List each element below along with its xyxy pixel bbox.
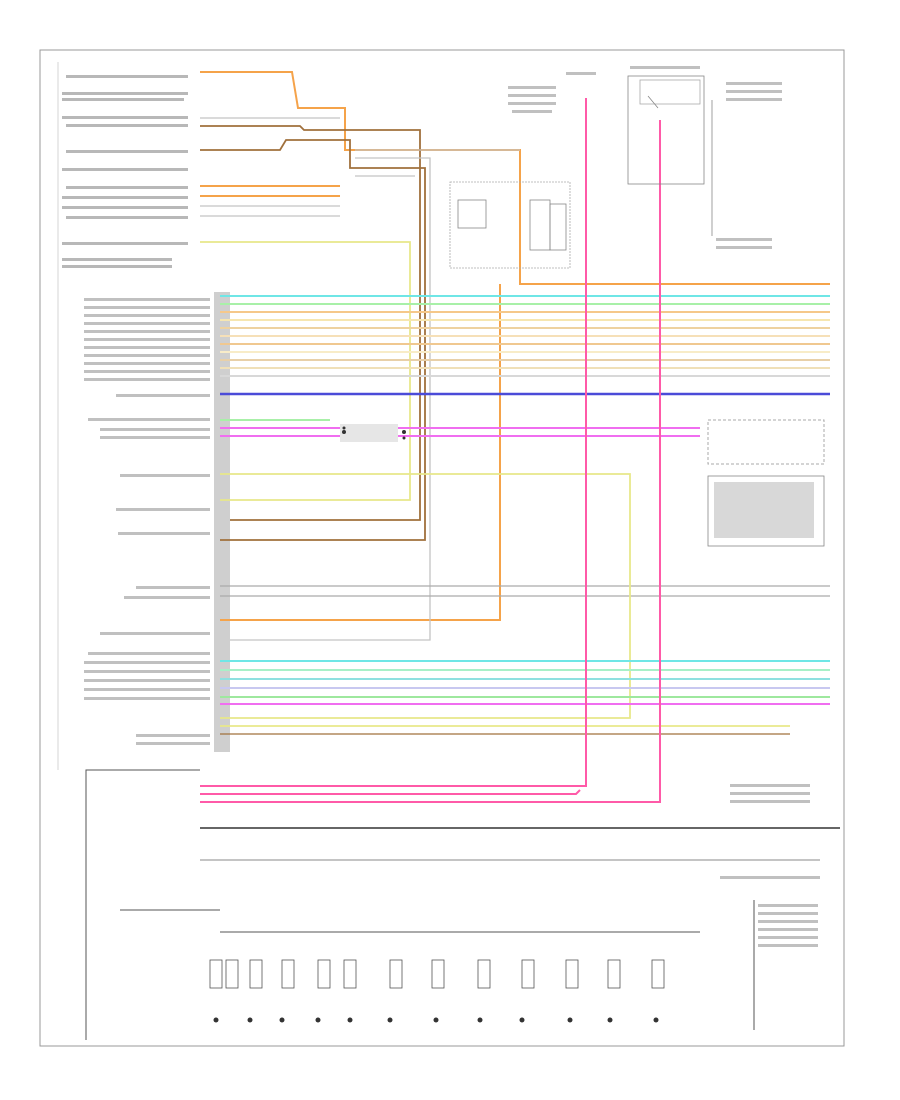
- sensor-label-block: [84, 298, 210, 745]
- diagram-frame: [39, 49, 845, 1047]
- pin-column: [214, 292, 230, 752]
- data-lines: [220, 419, 700, 437]
- ground-dots: [213, 1017, 659, 1023]
- sensor-bus: [220, 295, 830, 377]
- ground-row: [209, 959, 665, 989]
- orange-wires: [200, 71, 830, 621]
- top-right-labels: [508, 66, 782, 249]
- top-right-relay: [449, 75, 713, 269]
- brown-wires: [200, 125, 426, 541]
- grey-wires: [200, 117, 830, 641]
- yellow-wires: [200, 241, 790, 727]
- bottom-right-labels: [720, 784, 820, 947]
- lower-bus: [220, 660, 830, 735]
- pink-wires: [200, 98, 661, 803]
- right-module: [707, 419, 825, 547]
- left-label-block: [62, 75, 188, 268]
- lower-section: [85, 769, 840, 1040]
- center-module: [340, 424, 406, 442]
